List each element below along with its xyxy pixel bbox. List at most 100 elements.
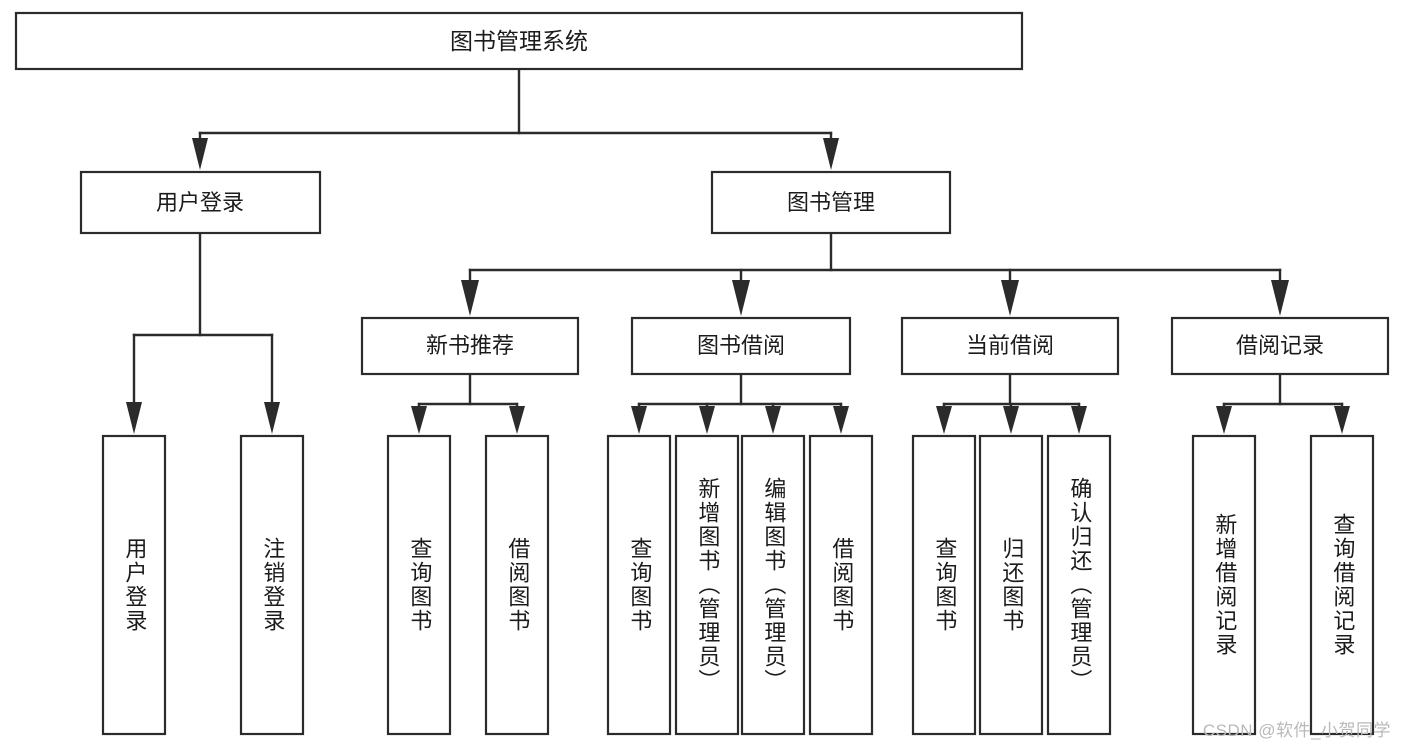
node-leaf-borrow-book-2-label: 借阅图书 [829,537,855,633]
connector-group-current-borrow [936,372,1087,434]
node-leaf-user-login[interactable]: 用户登录 [101,434,167,736]
node-leaf-logout-box[interactable] [239,434,305,736]
node-book-manage[interactable]: 图书管理 [710,170,952,235]
connector-group-user-login [126,231,280,434]
node-leaf-user-login-label: 用户登录 [122,537,148,633]
connector-group-root [192,67,839,170]
node-new-book-rec-box[interactable] [360,316,580,376]
node-leaf-borrow-book-1-label-wrap: 借阅图书 [505,537,531,633]
arrow-head-leaf-add-record [1216,406,1232,434]
node-leaf-query-book-1[interactable]: 查询图书 [386,434,452,736]
arrow-head-leaf-user-login [126,402,142,434]
node-leaf-borrow-book-1-box[interactable] [484,434,550,736]
node-leaf-logout-label-wrap: 注销登录 [260,537,286,633]
node-root-box[interactable] [14,11,1024,71]
node-borrow-record[interactable]: 借阅记录 [1170,316,1390,376]
node-leaf-add-book-box[interactable] [674,434,740,736]
node-leaf-add-book-label: 新增图书（管理员） [695,477,721,693]
node-leaf-borrow-book-2[interactable]: 借阅图书 [808,434,874,736]
node-leaf-user-login-label-wrap: 用户登录 [122,537,148,633]
node-leaf-return-book-label: 归还图书 [999,537,1025,633]
node-root-label: 图书管理系统 [450,28,588,54]
node-leaf-query-book-2-label-wrap: 查询图书 [627,537,653,633]
node-leaf-confirm-return-label-wrap: 确认归还（管理员） [1067,477,1093,693]
arrow-head-book-borrow [732,280,750,316]
node-leaf-return-book-box[interactable] [978,434,1044,736]
node-leaf-add-record-label-wrap: 新增借阅记录 [1212,513,1238,657]
arrow-head-leaf-confirm-return [1071,406,1087,434]
node-leaf-logout[interactable]: 注销登录 [239,434,305,736]
node-leaf-add-book-label-wrap: 新增图书（管理员） [695,477,721,693]
node-book-borrow[interactable]: 图书借阅 [630,316,852,376]
node-current-borrow[interactable]: 当前借阅 [900,316,1120,376]
node-leaf-add-record-box[interactable] [1191,434,1257,736]
node-leaf-logout-label: 注销登录 [260,537,286,633]
node-leaf-query-book-2-label: 查询图书 [627,537,653,633]
node-leaf-query-book-1-label-wrap: 查询图书 [407,537,433,633]
node-leaf-query-record[interactable]: 查询借阅记录 [1309,434,1375,736]
node-leaf-query-book-3-label: 查询图书 [932,537,958,633]
node-leaf-query-book-2[interactable]: 查询图书 [606,434,672,736]
node-user-login[interactable]: 用户登录 [79,170,322,235]
node-leaf-query-record-box[interactable] [1309,434,1375,736]
arrow-head-leaf-query-record [1334,406,1350,434]
node-book-borrow-label: 图书借阅 [697,333,785,358]
node-book-manage-label: 图书管理 [787,190,875,215]
node-leaf-query-record-label-wrap: 查询借阅记录 [1330,513,1356,657]
node-root[interactable]: 图书管理系统 [14,11,1024,71]
node-leaf-query-book-3-label-wrap: 查询图书 [932,537,958,633]
node-leaf-query-book-1-label: 查询图书 [407,537,433,633]
arrow-head-leaf-query-book-1 [411,406,427,434]
node-leaf-confirm-return-label: 确认归还（管理员） [1067,477,1093,693]
node-current-borrow-box[interactable] [900,316,1120,376]
arrow-head-leaf-borrow-book-2 [833,406,849,434]
connector-group-book-manage [461,231,1289,316]
node-leaf-query-book-2-box[interactable] [606,434,672,736]
node-leaf-edit-book[interactable]: 编辑图书（管理员） [740,434,806,736]
node-new-book-rec[interactable]: 新书推荐 [360,316,580,376]
node-leaf-add-record[interactable]: 新增借阅记录 [1191,434,1257,736]
watermark: CSDN @软件_小贺同学 [1202,721,1391,740]
node-book-borrow-box[interactable] [630,316,852,376]
node-leaf-query-book-3[interactable]: 查询图书 [911,434,977,736]
node-leaf-edit-book-label: 编辑图书（管理员） [761,477,787,693]
node-user-login-box[interactable] [79,170,322,235]
node-leaf-query-book-1-box[interactable] [386,434,452,736]
arrow-head-leaf-add-book [699,406,715,434]
node-current-borrow-label: 当前借阅 [966,333,1054,358]
node-leaf-add-record-label: 新增借阅记录 [1212,513,1238,657]
connector-group-book-borrow [631,372,849,434]
node-leaf-return-book[interactable]: 归还图书 [978,434,1044,736]
node-borrow-record-label: 借阅记录 [1236,333,1324,358]
node-borrow-record-box[interactable] [1170,316,1390,376]
arrow-head-leaf-edit-book [765,406,781,434]
arrow-head-leaf-query-book-3 [936,406,952,434]
node-leaf-query-book-3-box[interactable] [911,434,977,736]
node-leaf-edit-book-box[interactable] [740,434,806,736]
node-leaf-borrow-book-2-label-wrap: 借阅图书 [829,537,855,633]
node-leaf-user-login-box[interactable] [101,434,167,736]
node-leaf-borrow-book-2-box[interactable] [808,434,874,736]
node-user-login-label: 用户登录 [156,190,244,215]
node-leaf-return-book-label-wrap: 归还图书 [999,537,1025,633]
node-book-manage-box[interactable] [710,170,952,235]
node-leaf-edit-book-label-wrap: 编辑图书（管理员） [761,477,787,693]
arrow-head-user-login [192,138,208,170]
arrow-head-leaf-borrow-book-1 [509,406,525,434]
node-leaf-add-book[interactable]: 新增图书（管理员） [674,434,740,736]
arrow-head-leaf-return-book [1003,406,1019,434]
node-leaf-confirm-return-box[interactable] [1046,434,1112,736]
node-leaf-borrow-book-1[interactable]: 借阅图书 [484,434,550,736]
arrow-head-borrow-record [1271,280,1289,316]
node-leaf-confirm-return[interactable]: 确认归还（管理员） [1046,434,1112,736]
connector-group-new-book-rec [411,372,525,434]
node-leaf-query-record-label: 查询借阅记录 [1330,513,1356,657]
node-leaf-borrow-book-1-label: 借阅图书 [505,537,531,633]
connector-group-borrow-record [1216,372,1350,434]
arrow-head-current-borrow [1001,280,1019,316]
arrow-head-leaf-query-book-2 [631,406,647,434]
arrow-head-leaf-logout [264,402,280,434]
arrow-head-new-book-rec [461,280,479,316]
